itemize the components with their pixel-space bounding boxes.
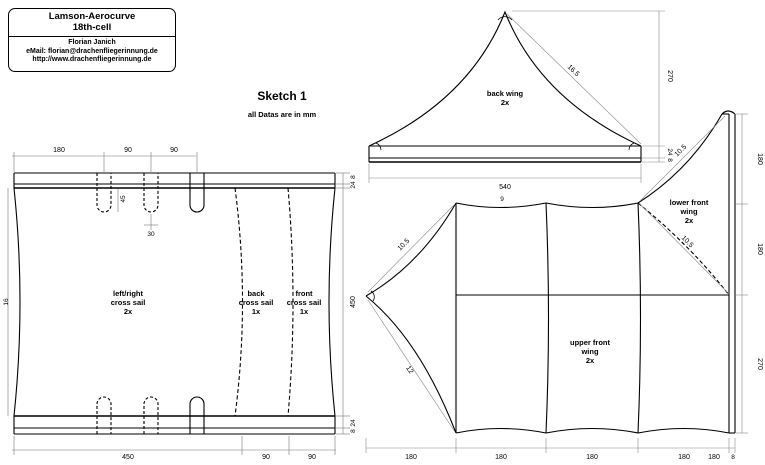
upper-front-wing-label-2: wing — [580, 347, 598, 356]
dim-16-5: 16.5 — [566, 64, 581, 79]
front-cross-sail-label-2: cross sail — [287, 298, 322, 307]
dim-90-bottom-a: 90 — [262, 454, 270, 461]
front-wing-dimensions — [365, 113, 748, 453]
dim-270-back: 270 — [666, 70, 673, 82]
back-cross-sail-label-1: back — [247, 289, 265, 298]
back-wing-dimensions — [368, 10, 665, 183]
title-block: Lamson-Aerocurve 18th-cell Florian Janic… — [8, 8, 176, 72]
back-wing-drawing — [368, 10, 642, 163]
front-cross-sail-label-1: front — [295, 289, 313, 298]
upper-front-wing-label-3: 2x — [586, 356, 595, 365]
dim-90-top-b: 90 — [170, 147, 178, 154]
author-email: eMail: florian@drachenfliegerinnung.de — [26, 47, 158, 55]
author-name: Florian Janich — [68, 39, 116, 46]
dim-24-back: 24 — [666, 148, 673, 156]
dim-12: 12 — [404, 365, 414, 375]
dim-8-top: 8 — [350, 175, 357, 179]
cross-sail-label-2: cross sail — [111, 298, 146, 307]
front-wing-drawing — [365, 110, 736, 434]
upper-front-wing-label-1: upper front — [570, 338, 610, 347]
sketch-note: all Datas are in mm — [248, 110, 317, 119]
dim-24-top: 24 — [350, 181, 357, 189]
dim-10-5-lower-top: 10.5 — [674, 144, 689, 159]
dim-270-right: 270 — [756, 358, 763, 370]
lower-front-wing-label-2: wing — [679, 207, 697, 216]
dim-540: 540 — [499, 184, 511, 191]
title-divider — [9, 36, 175, 37]
dim-180-bottom-4: 180 — [678, 454, 690, 461]
dim-9: 9 — [500, 196, 504, 203]
back-cross-sail-label-2: cross sail — [239, 298, 274, 307]
cross-sail-label-3: 2x — [124, 307, 133, 316]
author-website: http://www.drachenfliegerinnung.de — [32, 56, 152, 63]
cross-sail-drawing — [13, 172, 336, 435]
lower-front-wing-label-1: lower front — [670, 198, 709, 207]
dim-16: 16 — [3, 298, 10, 306]
dim-180-bottom-5: 180 — [708, 454, 720, 461]
dim-8-bottom: 8 — [350, 429, 357, 433]
dim-8-bottom-right: 8 — [731, 454, 735, 461]
cross-sail-dimensions — [7, 152, 350, 455]
dim-180-bottom-2: 180 — [495, 454, 507, 461]
dim-90-bottom-b: 90 — [308, 454, 316, 461]
lower-front-wing-label-3: 2x — [685, 216, 694, 225]
dim-450-height: 450 — [350, 296, 357, 308]
drawing-subtitle: 18th-cell — [72, 22, 112, 33]
dim-24-bottom: 24 — [350, 419, 357, 427]
back-cross-sail-label-3: 1x — [252, 307, 261, 316]
dim-180-bottom-3: 180 — [586, 454, 598, 461]
front-cross-sail-label-3: 1x — [300, 307, 309, 316]
cross-sail-label-1: left/right — [113, 289, 143, 298]
dim-180-top: 180 — [53, 147, 65, 154]
dim-180-bottom-1: 180 — [405, 454, 417, 461]
dim-180-right-2: 180 — [756, 243, 763, 255]
dim-8-back: 8 — [666, 158, 673, 162]
back-wing-label-1: back wing — [487, 89, 524, 98]
dim-90-top-a: 90 — [124, 147, 132, 154]
sketch-title: Sketch 1 — [257, 89, 307, 103]
dim-45: 45 — [120, 195, 127, 203]
dim-450-width: 450 — [122, 454, 134, 461]
back-wing-label-2: 2x — [501, 98, 510, 107]
dim-180-right-1: 180 — [756, 153, 763, 165]
dim-30: 30 — [147, 231, 155, 238]
drawing-title: Lamson-Aerocurve — [48, 11, 136, 22]
